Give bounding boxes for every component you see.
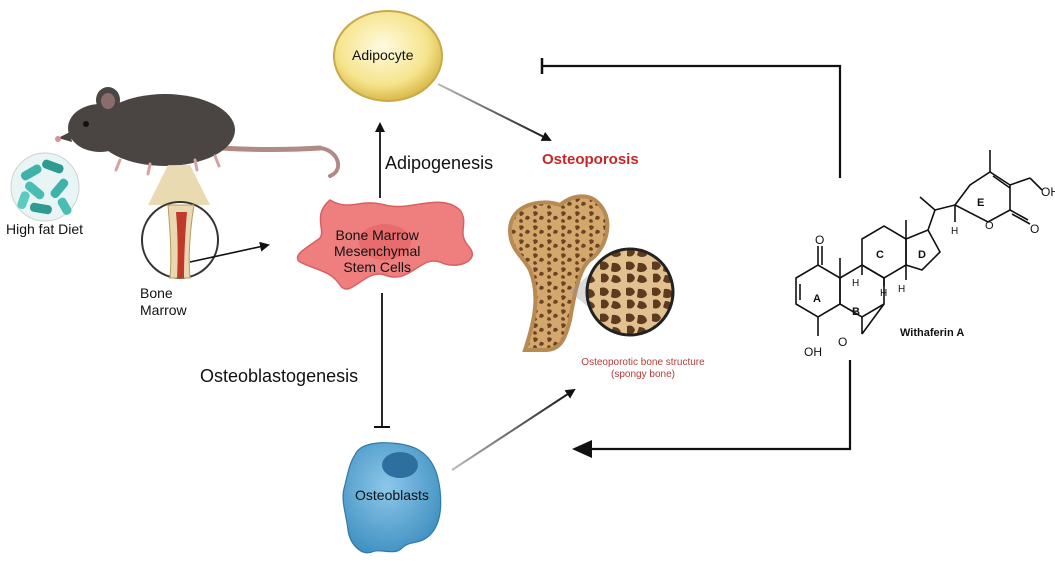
withaferin-molecule: [795, 150, 1043, 336]
adipocyte-label: Adipocyte: [352, 47, 414, 63]
bone-structure-label-line1: Osteoporotic bone structure: [581, 357, 705, 368]
stem-cell-label-line3: Stem Cells: [343, 259, 412, 275]
osteoblasts-label: Osteoblasts: [355, 487, 429, 503]
food-pellets-icon: [10, 152, 80, 222]
spongy-bone-zoom: [570, 247, 675, 337]
stem-cell: [296, 199, 473, 290]
atom-o-keto: O: [815, 233, 824, 247]
adipogenesis-label: Adipogenesis: [385, 153, 494, 173]
osteoblast-to-bone-arrow: [451, 388, 576, 471]
bone-structure-label: Osteoporotic bone structure (spongy bone…: [568, 357, 718, 381]
withaferin-inhibit-adipogenesis: [540, 58, 842, 178]
ring-b-label: B: [852, 306, 860, 318]
withaferin-label: Withaferin A: [900, 327, 965, 339]
stem-cell-label: Bone Marrow Mesenchymal Stem Cells: [334, 227, 420, 275]
atom-h3: H: [898, 284, 905, 295]
ring-c-label: C: [876, 249, 884, 261]
atom-oh-bottom: OH: [804, 345, 822, 359]
stem-cell-label-line1: Bone Marrow: [335, 227, 419, 243]
ring-d-label: D: [918, 249, 926, 261]
atom-o-lactone-keto: O: [1030, 222, 1039, 236]
stem-cell-label-line2: Mesenchymal: [334, 243, 421, 259]
bone-marrow-label-line1: Bone: [140, 285, 173, 301]
atom-oh-top: OH: [1041, 185, 1055, 199]
adipocyte-cell: [333, 10, 443, 102]
withaferin-promote-osteoblast: [572, 360, 852, 458]
atom-h4: H: [951, 226, 958, 237]
femur-bone: [507, 194, 610, 352]
osteoblast-cell: [342, 442, 442, 554]
bone-marrow-label-line2: Marrow: [140, 302, 187, 318]
atom-h1: H: [852, 278, 859, 289]
osteoporosis-label: Osteoporosis: [542, 151, 639, 168]
atom-o-lactone-ring: O: [985, 220, 994, 232]
atom-o-epoxide: O: [838, 335, 847, 349]
bone-marrow-magnifier: [141, 165, 270, 279]
marrow-to-stem-arrow: [189, 241, 270, 263]
osteoblastogenesis-label: Osteoblastogenesis: [200, 366, 359, 386]
adipocyte-to-osteoporosis-arrow: [437, 83, 552, 141]
mouse-illustration: [55, 87, 341, 178]
bone-marrow-label: Bone Marrow: [140, 285, 187, 319]
withaferin-atom-labels: O OH O OH O O A B C D E H H H H: [804, 185, 1055, 359]
ring-e-label: E: [977, 197, 984, 209]
osteoblastogenesis-inhibition: [374, 293, 390, 428]
bone-structure-label-line2: (spongy bone): [611, 369, 675, 380]
atom-h2: H: [880, 288, 887, 299]
high-fat-diet-label: High fat Diet: [6, 221, 84, 237]
ring-a-label: A: [813, 293, 821, 305]
